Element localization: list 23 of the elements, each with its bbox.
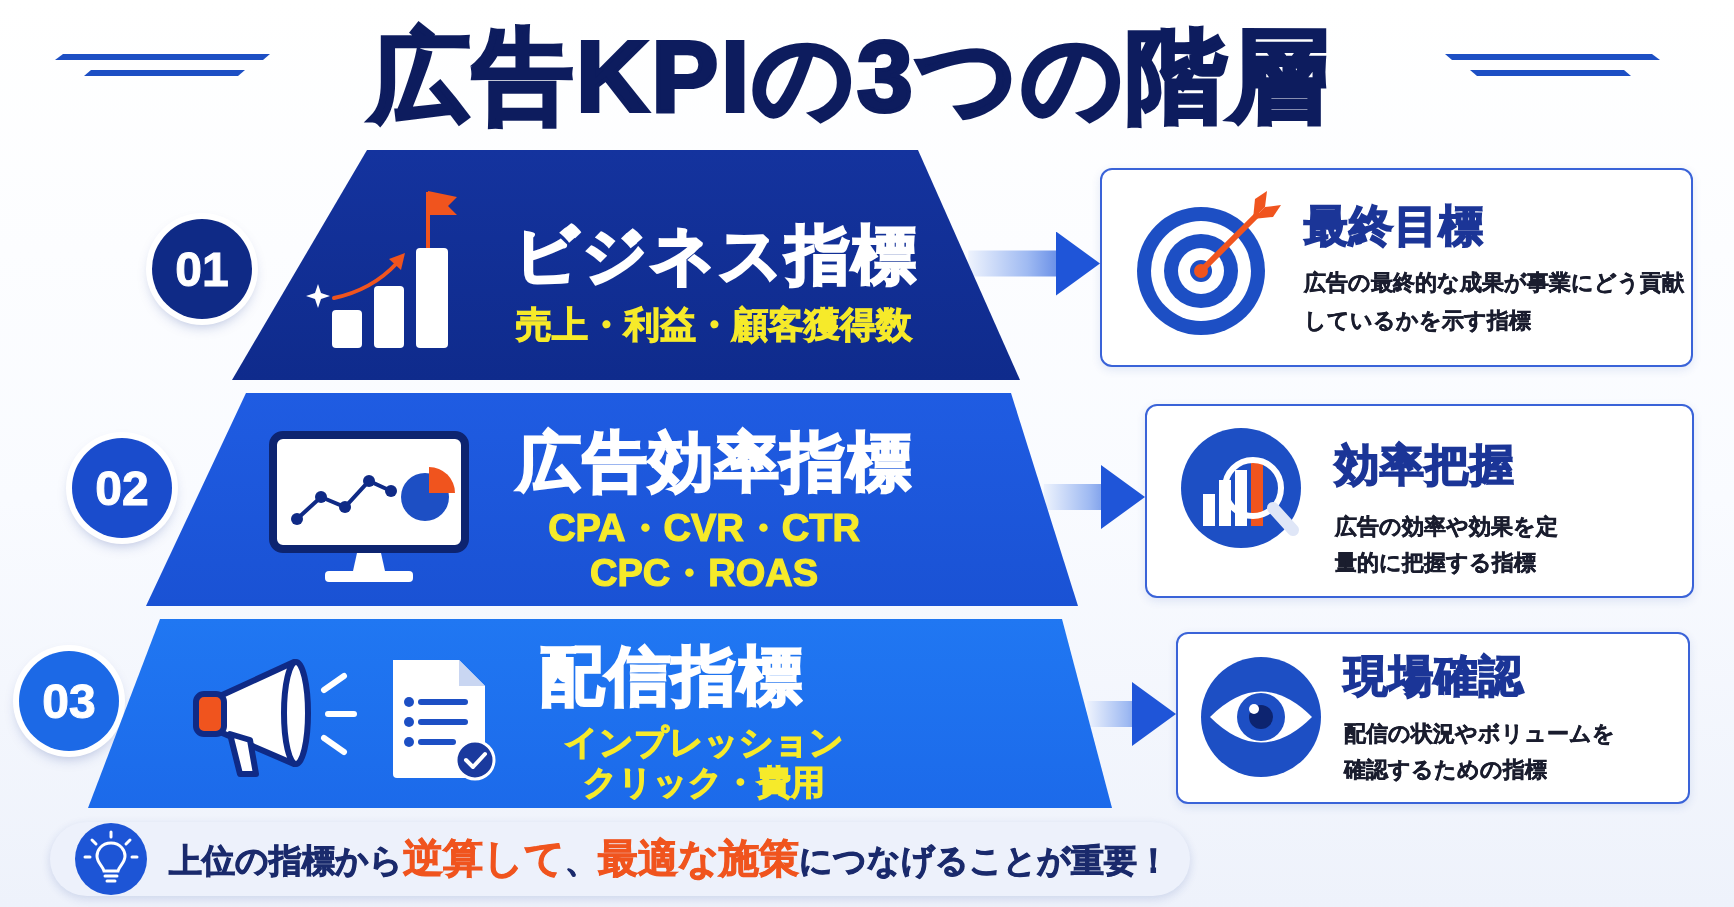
card-heading: 現場確認 bbox=[1344, 650, 1524, 702]
description-card bbox=[1100, 168, 1693, 367]
tip-text: 上位の指標から逆算して、最適な施策につなげることが重要！ bbox=[169, 835, 1170, 883]
tier-heading: ビジネス指標 bbox=[514, 217, 918, 293]
arrow bbox=[1043, 465, 1145, 529]
card-heading: 最終目標 bbox=[1304, 200, 1484, 252]
card-text: 広告の効率や効果を定量的に把握する指標 bbox=[1335, 513, 1559, 577]
tip-banner bbox=[50, 822, 1190, 896]
tier-subtitle: インプレッションクリック・費用 bbox=[563, 722, 845, 803]
card-heading: 効率把握 bbox=[1335, 439, 1515, 491]
card-text: 広告の最終的な成果が事業にどう貢献しているかを示す指標 bbox=[1304, 269, 1685, 335]
trapezoid-band bbox=[232, 150, 1020, 380]
card-text: 配信の状況やボリュームを確認するための指標 bbox=[1344, 720, 1616, 784]
title: 広告KPIの3つの階層 bbox=[370, 19, 1332, 134]
arrow bbox=[1087, 682, 1176, 746]
tier-heading: 配信指標 bbox=[540, 638, 804, 714]
arrow bbox=[968, 231, 1100, 296]
tier-heading: 広告効率指標 bbox=[517, 424, 913, 500]
tier-subtitle: CPA・CVR・CTR CPC・ROAS bbox=[547, 506, 861, 596]
description-card bbox=[1145, 404, 1694, 598]
tier-subtitle: 売上・利益・顧客獲得数 bbox=[516, 304, 912, 347]
description-card bbox=[1176, 632, 1690, 804]
trapezoid-band bbox=[146, 393, 1078, 606]
